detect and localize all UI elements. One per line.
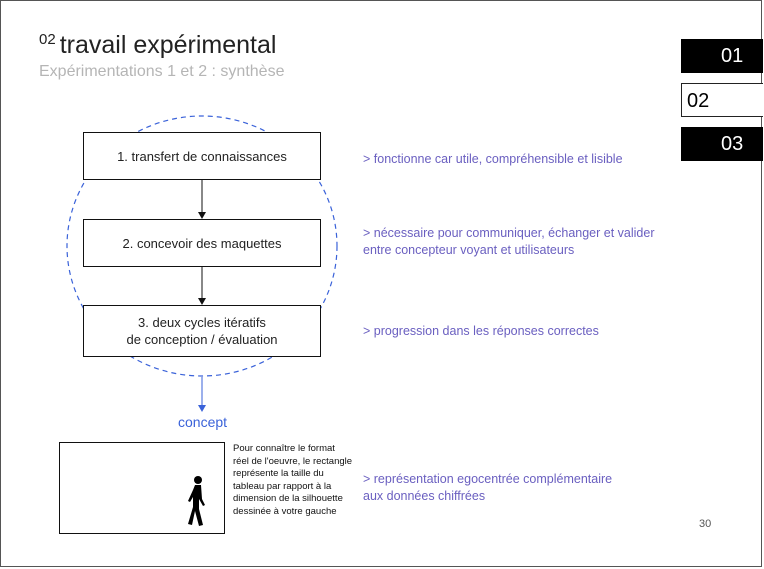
note-3-line1: > progression dans les réponses correcte…: [363, 324, 599, 338]
note-2-line2: entre concepteur voyant et utilisateurs: [363, 243, 575, 257]
arrowhead-1-2: [198, 212, 206, 219]
arrowhead-2-3: [198, 298, 206, 305]
title-text: travail expérimental: [59, 31, 277, 59]
page-number: 30: [699, 518, 712, 530]
step-3-label-line2: de conception / évaluation: [126, 332, 278, 347]
step-box-1: 1. transfert de connaissances: [83, 132, 321, 180]
nav-tab-03[interactable]: 03: [681, 127, 763, 161]
nav-tab-01[interactable]: 01: [681, 39, 763, 73]
grouping-ellipse: [66, 115, 338, 377]
note-2-line1: > nécessaire pour communiquer, échanger …: [363, 226, 655, 240]
note-1: > fonctionne car utile, compréhensible e…: [363, 151, 623, 168]
slide-subtitle: Expérimentations 1 et 2 : synthèse: [39, 63, 285, 80]
section-number: 02: [39, 31, 56, 48]
info-text: Pour connaître le format réel de l'oeuvr…: [233, 443, 353, 517]
step-box-3: 3. deux cycles itératifs de conception /…: [83, 305, 321, 357]
painting-size-rectangle: [59, 442, 225, 534]
nav-tab-02[interactable]: 02: [681, 83, 763, 117]
note-3: > progression dans les réponses correcte…: [363, 323, 599, 340]
note-2: > nécessaire pour communiquer, échanger …: [363, 225, 655, 259]
concept-label: concept: [178, 414, 228, 430]
arrowhead-to-concept: [198, 405, 206, 412]
step-2-label: 2. concevoir des maquettes: [122, 235, 282, 251]
step-3-label-line1: 3. deux cycles itératifs: [138, 315, 266, 330]
note-4-line1: > représentation egocentrée complémentai…: [363, 472, 613, 486]
step-box-2: 2. concevoir des maquettes: [83, 219, 321, 267]
note-4: > représentation egocentrée complémentai…: [363, 471, 612, 505]
note-4-line2: aux données chiffrées: [363, 489, 486, 503]
step-1-label: 1. transfert de connaissances: [117, 148, 287, 164]
note-1-line1: > fonctionne car utile, compréhensible e…: [363, 152, 623, 166]
walking-person-icon: [188, 476, 205, 526]
